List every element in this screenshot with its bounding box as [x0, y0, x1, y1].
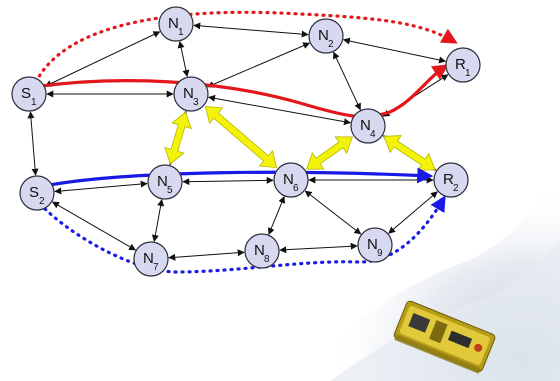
link-n1-n2 [193, 22, 309, 38]
link-n2-n3 [206, 42, 311, 88]
link-n6-n9 [304, 190, 362, 235]
node-subscript-r1: 1 [465, 68, 471, 79]
node-s2: S2 [19, 175, 55, 211]
node-subscript-n2: 2 [328, 39, 334, 50]
interference-n4-r2 [383, 135, 436, 171]
route-blue-solid [42, 167, 434, 188]
node-label-n4: N [360, 117, 371, 134]
node-circle-n1 [158, 6, 194, 42]
link-n3-n4 [208, 94, 351, 126]
route-layer [32, 10, 458, 274]
link-n7-n8 [168, 249, 245, 261]
interference-n6-n4 [306, 136, 353, 170]
node-label-n2: N [318, 27, 329, 44]
node-subscript-s1: 1 [31, 97, 37, 108]
link-s2-n7 [51, 201, 137, 251]
node-circle-r1 [445, 47, 481, 83]
node-r1: R1 [445, 47, 481, 83]
node-circle-n5 [147, 164, 183, 200]
node-n5: N5 [147, 164, 183, 200]
link-n8-n9 [279, 242, 358, 254]
node-circle-s2 [19, 175, 55, 211]
node-n2: N2 [308, 18, 344, 54]
node-subscript-s2: 2 [39, 196, 45, 207]
node-subscript-n1: 1 [178, 27, 184, 38]
node-n3: N3 [173, 76, 209, 112]
node-label-s1: S [21, 85, 31, 102]
route-red-dotted [34, 10, 458, 84]
node-label-n1: N [168, 15, 179, 32]
node-n4: N4 [350, 108, 386, 144]
link-n1-n3 [177, 40, 190, 78]
node-n6: N6 [273, 162, 309, 198]
route-blue-dotted [38, 195, 446, 274]
link-layer [27, 22, 449, 261]
node-subscript-r2: 2 [453, 183, 459, 194]
node-circle-s1 [11, 76, 47, 112]
link-s1-n1 [44, 31, 161, 87]
node-label-n6: N [283, 171, 294, 188]
snow-background [300, 150, 560, 381]
node-subscript-n7: 7 [153, 262, 159, 273]
interference-layer [164, 105, 436, 171]
node-circle-n7 [133, 241, 169, 277]
sensor-mote-icon [393, 300, 496, 374]
node-circle-n3 [173, 76, 209, 112]
link-s1-s2 [27, 111, 39, 176]
link-s2-n5 [54, 180, 148, 195]
node-circle-r2 [433, 162, 469, 198]
node-s1: S1 [11, 76, 47, 112]
node-circle-n8 [244, 233, 280, 269]
node-circle-n4 [350, 108, 386, 144]
link-n2-n4 [333, 51, 361, 111]
node-label-n8: N [254, 242, 265, 259]
node-subscript-n6: 6 [293, 183, 299, 194]
link-n6-n8 [267, 196, 286, 235]
link-n5-n6 [182, 176, 274, 186]
node-label-n5: N [157, 173, 168, 190]
link-n9-r2 [388, 191, 438, 234]
node-label-n3: N [183, 85, 194, 102]
interference-n3-n6 [204, 105, 278, 169]
node-subscript-n4: 4 [370, 129, 376, 140]
node-subscript-n5: 5 [167, 185, 173, 196]
node-circle-n2 [308, 18, 344, 54]
node-subscript-n8: 8 [264, 254, 270, 265]
node-label-n7: N [143, 250, 154, 267]
node-r2: R2 [433, 162, 469, 198]
route-red-solid [32, 64, 449, 119]
node-label-n9: N [367, 236, 378, 253]
node-label-r2: R [443, 171, 454, 188]
node-label-r1: R [455, 56, 466, 73]
link-n2-r1 [342, 37, 447, 64]
node-circle-n6 [273, 162, 309, 198]
node-n9: N9 [357, 227, 393, 263]
node-n7: N7 [133, 241, 169, 277]
node-n1: N1 [158, 6, 194, 42]
interference-n3-n5 [164, 111, 192, 165]
link-n5-n7 [151, 199, 165, 242]
node-label-s2: S [29, 184, 39, 201]
node-n8: N8 [244, 233, 280, 269]
node-subscript-n9: 9 [377, 248, 383, 259]
node-circle-n9 [357, 227, 393, 263]
node-subscript-n3: 3 [193, 97, 199, 108]
